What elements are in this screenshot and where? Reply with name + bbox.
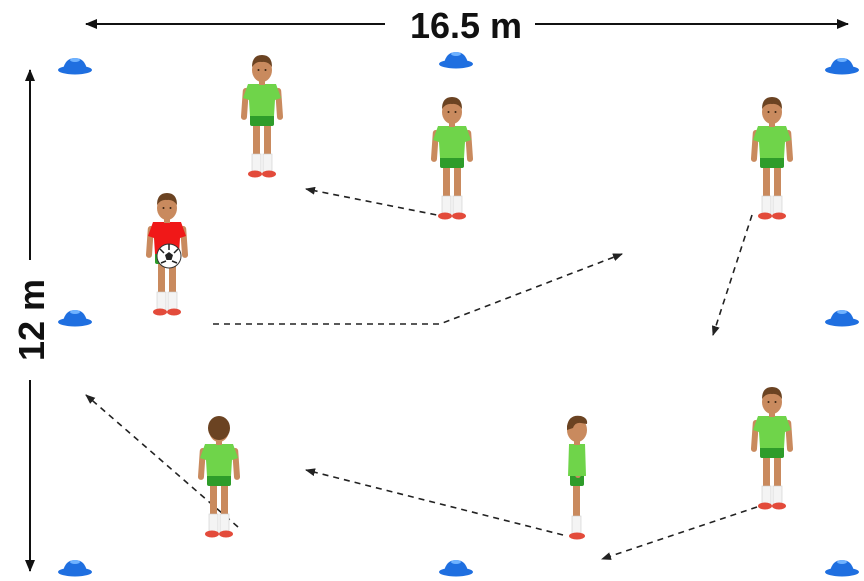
cone-icon xyxy=(58,58,92,75)
cones xyxy=(58,52,859,577)
pass-arrow xyxy=(305,186,448,218)
pass-arrow xyxy=(711,214,753,336)
height-label: 12 m xyxy=(11,279,52,361)
pass-arrows xyxy=(85,186,758,560)
cone-icon xyxy=(825,310,859,327)
cone-icon xyxy=(439,52,473,69)
cone-icon xyxy=(825,58,859,75)
pass-arrow xyxy=(305,468,564,536)
cone-icon xyxy=(439,560,473,577)
pass-arrow xyxy=(601,506,758,560)
soccer-ball-icon xyxy=(156,243,182,269)
teammate-player xyxy=(430,97,474,220)
teammate-player xyxy=(197,416,241,538)
cone-icon xyxy=(825,560,859,577)
height-dimension: 12 m xyxy=(11,69,52,572)
width-dimension: 16.5 m xyxy=(85,5,849,46)
ball-carrier-player xyxy=(145,193,189,316)
cone-icon xyxy=(58,560,92,577)
pass-arrow xyxy=(213,253,623,325)
teammate-player xyxy=(240,55,284,178)
teammate-player xyxy=(750,97,794,220)
cone-icon xyxy=(58,310,92,327)
width-label: 16.5 m xyxy=(410,5,522,46)
players xyxy=(145,55,794,540)
teammate-player xyxy=(567,415,588,540)
teammate-player xyxy=(750,387,794,510)
